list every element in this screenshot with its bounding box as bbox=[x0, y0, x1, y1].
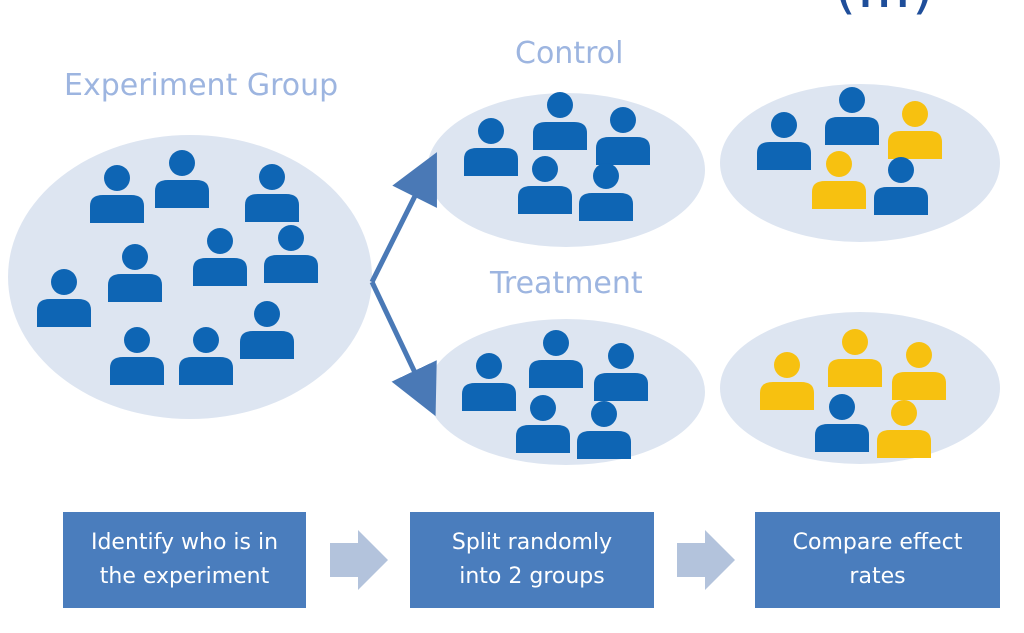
split-arrows bbox=[369, 152, 437, 417]
chevron-right-icon bbox=[677, 530, 735, 590]
arrow-icon bbox=[369, 152, 437, 284]
step-split-text: Split randomly into 2 groups bbox=[451, 530, 613, 589]
step-identify-box: Identify who is in the experiment bbox=[63, 512, 306, 608]
experiment-group-label: Experiment Group bbox=[64, 68, 339, 103]
control-label: Control bbox=[515, 36, 624, 71]
step-compare-text: Compare effect rates bbox=[792, 530, 963, 589]
step-split-box: Split randomly into 2 groups bbox=[410, 512, 654, 608]
partial-heading: (…) bbox=[834, 0, 934, 21]
arrow-icon bbox=[369, 280, 437, 417]
treatment-label: Treatment bbox=[490, 266, 643, 301]
chevron-right-icon bbox=[330, 530, 388, 590]
step-compare-box: Compare effect rates bbox=[755, 512, 1000, 608]
step-identify-text: Identify who is in the experiment bbox=[90, 530, 279, 589]
